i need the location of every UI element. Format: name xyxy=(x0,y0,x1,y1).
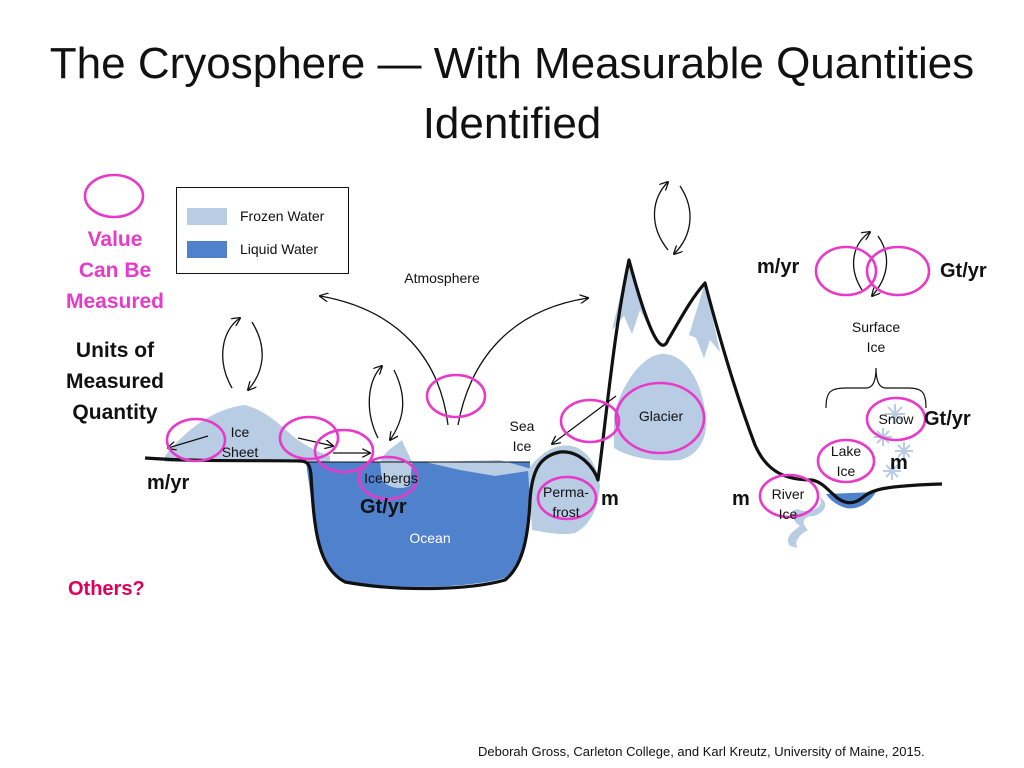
sea-ice-label: Sea Ice xyxy=(494,416,550,456)
river-ice-label-line-2: Ice xyxy=(778,506,798,522)
ice-sheet-label: Ice Sheet xyxy=(208,422,272,462)
key-value-line-2: Can Be xyxy=(78,259,152,282)
atmosphere-arrow-left xyxy=(320,296,449,426)
sea-ice-label-line-2: Ice xyxy=(512,438,532,454)
liquid-water-label: Liquid Water xyxy=(240,241,319,257)
permafrost-label-line-1: Perma- xyxy=(543,484,589,500)
key-units-label: Units of Measured Quantity xyxy=(55,335,175,428)
key-value-line-1: Value xyxy=(87,228,143,251)
key-value-label: Value Can Be Measured xyxy=(55,224,175,317)
lake-ice-label: Lake Ice xyxy=(818,441,874,481)
cycle-arrow-ice-down xyxy=(248,321,263,390)
key-value-line-3: Measured xyxy=(65,290,165,313)
river-unit: m xyxy=(732,488,750,510)
snow-unit: Gt/yr xyxy=(924,408,971,430)
surface-ice-label: Surface Ice xyxy=(836,317,916,357)
cycle-arrow-ice-up xyxy=(222,318,240,389)
key-units-line-3: Quantity xyxy=(72,401,158,424)
ice-sheet-unit: m/yr xyxy=(147,472,190,494)
credit-line: Deborah Gross, Carleton College, and Kar… xyxy=(478,744,925,759)
lake-ice-label-line-2: Ice xyxy=(836,463,856,479)
permafrost-unit: m xyxy=(601,488,619,510)
river-ice-label-line-1: River xyxy=(771,486,805,502)
key-measure-circle xyxy=(83,173,145,219)
surface-ice-label-line-1: Surface xyxy=(851,319,901,335)
ice-sheet-label-line-2: Sheet xyxy=(221,444,259,460)
atmosphere-label: Atmosphere xyxy=(404,270,480,286)
ice-sheet-edge-circle xyxy=(165,417,227,463)
iceberg-shape xyxy=(380,440,412,488)
lake-ice-circle xyxy=(816,438,876,484)
cycle-arrow-surface-up xyxy=(852,232,870,291)
ice-sheet-label-line-1: Ice xyxy=(230,424,250,440)
surface-mass-circle-left xyxy=(814,245,878,297)
cycle-arrow-ocean-up xyxy=(368,366,382,439)
permafrost-label: Perma- frost xyxy=(530,482,602,522)
surface-ice-label-line-2: Ice xyxy=(866,339,886,355)
key-units-line-1: Units of xyxy=(75,339,155,362)
permafrost-circle xyxy=(536,475,598,521)
river-ice-label: River Ice xyxy=(760,484,816,524)
ocean-shape xyxy=(306,462,530,587)
surface-ice-brace xyxy=(825,367,927,409)
sea-ice-label-line-1: Sea xyxy=(509,418,535,434)
snow-circle xyxy=(865,396,927,442)
sea-ice-circle xyxy=(559,398,621,444)
snow-label: Snow xyxy=(878,411,914,427)
liquid-water-swatch xyxy=(187,241,227,258)
cycle-arrow-peak-up xyxy=(653,182,668,251)
river-ice-shape xyxy=(787,496,826,548)
cycle-arrow-surface-down xyxy=(872,235,888,296)
cycle-arrow-peak-down xyxy=(674,185,691,254)
lake-unit: m xyxy=(890,452,908,474)
mountain-snow-right xyxy=(689,283,720,358)
legend-box: Frozen Water Liquid Water xyxy=(176,187,349,274)
ice-sheet-margin-circle xyxy=(278,415,340,461)
key-units-line-2: Measured xyxy=(65,370,165,393)
surface-mass-circle-right xyxy=(865,245,931,297)
atmosphere-arrow-right xyxy=(457,298,588,426)
cycle-arrow-ocean-down xyxy=(390,369,404,440)
glacier-left-unit: m/yr xyxy=(757,256,800,278)
glacier-shape xyxy=(614,353,707,461)
frozen-water-label: Frozen Water xyxy=(240,208,325,224)
lake-ice-label-line-1: Lake xyxy=(830,443,862,459)
sea-ice-shape xyxy=(425,460,535,476)
others-label: Others? xyxy=(68,578,145,600)
ocean-edge-circle xyxy=(313,428,375,474)
river-ice-circle xyxy=(758,473,820,519)
iceberg-label: Icebergs xyxy=(364,470,418,486)
iceberg-unit: Gt/yr xyxy=(360,496,407,518)
frozen-water-swatch xyxy=(187,208,227,225)
iceberg-circle xyxy=(357,455,419,501)
ground-outline xyxy=(144,258,943,591)
page-title: The Cryosphere — With Measurable Quantit… xyxy=(49,39,975,148)
atmosphere-circle xyxy=(425,373,487,419)
ice-sheet-flow-arrow-right xyxy=(297,437,333,446)
glacier-label: Glacier xyxy=(638,408,684,424)
ice-sheet-flow-arrow-left xyxy=(168,435,209,448)
ocean-label: Ocean xyxy=(409,530,451,546)
mountain-snow-left xyxy=(612,260,648,334)
glacier-circle xyxy=(614,381,706,455)
permafrost-label-line-2: frost xyxy=(552,504,580,520)
glacier-right-unit: Gt/yr xyxy=(940,260,987,282)
